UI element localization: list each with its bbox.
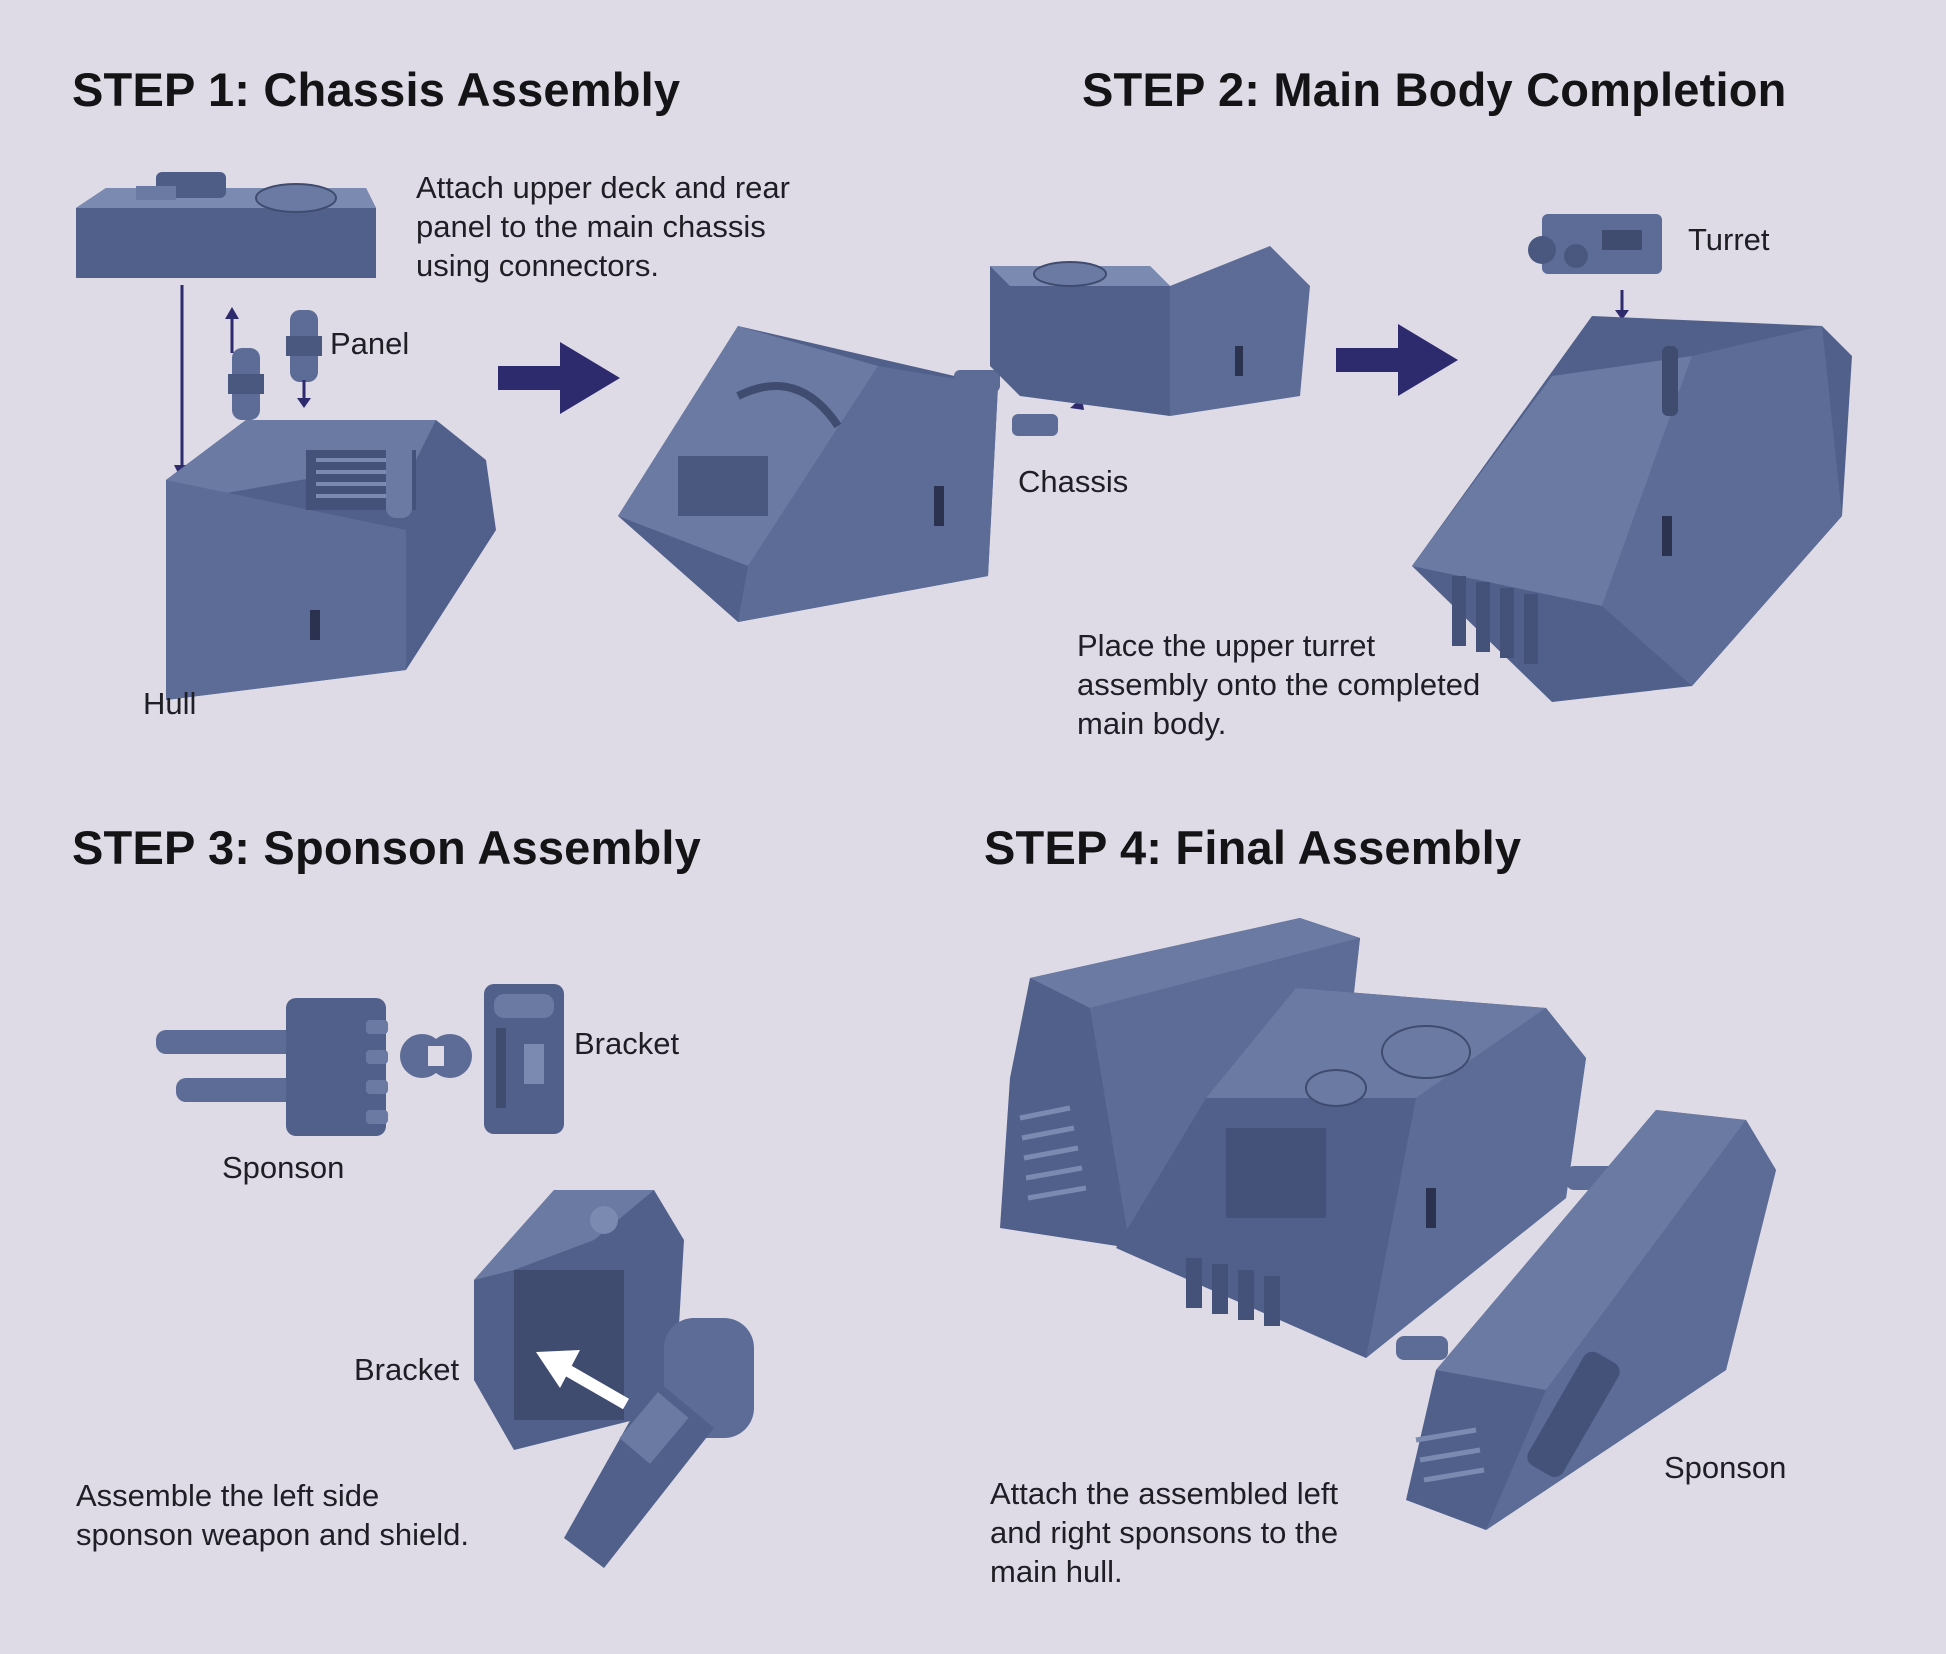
part-arrow-icon	[225, 307, 239, 353]
hull-label: Hull	[143, 686, 197, 721]
connector-part	[286, 310, 322, 382]
sponson-gun-part	[564, 1318, 754, 1568]
step3-caption-line: sponson weapon and shield.	[76, 1517, 469, 1552]
connector-part	[1012, 414, 1058, 436]
bracket-bottom-label: Bracket	[354, 1352, 460, 1387]
connector-part	[400, 1034, 472, 1078]
step4-caption-line: and right sponsons to the	[990, 1515, 1339, 1550]
part-arrow-icon	[536, 1350, 629, 1410]
open-hull-part	[618, 326, 998, 622]
bracket-part	[484, 984, 564, 1134]
connector-part	[954, 370, 1000, 392]
step4-caption: Attach the assembled left and right spon…	[990, 1474, 1338, 1591]
sponson-weapon-part	[156, 998, 388, 1136]
step2-caption-line: Place the upper turret	[1077, 628, 1376, 663]
upper-deck-part	[76, 172, 376, 278]
step1-title: STEP 1: Chassis Assembly	[72, 63, 681, 116]
connector-part	[1396, 1336, 1448, 1360]
step3-title: STEP 3: Sponson Assembly	[72, 821, 702, 874]
panel-label: Panel	[330, 326, 410, 361]
step4-title: STEP 4: Final Assembly	[984, 821, 1522, 874]
step3-caption: Assemble the left side sponson weapon an…	[76, 1476, 469, 1554]
step2-title: STEP 2: Main Body Completion	[1082, 63, 1787, 116]
step1-caption: Attach upper deck and rear panel to the …	[416, 168, 790, 285]
main-hull-final-part	[1116, 988, 1586, 1358]
sponson-label-step4: Sponson	[1664, 1450, 1787, 1485]
chassis-part	[990, 246, 1310, 416]
sponson-label-step3: Sponson	[222, 1150, 345, 1185]
step3-caption-line: Assemble the left side	[76, 1478, 380, 1513]
main-body-part	[1412, 316, 1852, 702]
bracket-top-label: Bracket	[574, 1026, 680, 1061]
step4-caption-line: Attach the assembled left	[990, 1476, 1339, 1511]
connector-part	[228, 348, 264, 420]
hull-part	[166, 420, 496, 700]
part-arrow-icon	[1615, 290, 1629, 320]
step2-caption-line: main body.	[1077, 706, 1227, 741]
step4-caption-line: main hull.	[990, 1554, 1123, 1589]
right-sponson-part	[1406, 1110, 1776, 1530]
step1-caption-line: panel to the main chassis	[416, 209, 766, 244]
flow-arrow-icon	[1336, 324, 1458, 396]
step1-caption-line: using connectors.	[416, 248, 659, 283]
flow-arrow-icon	[498, 342, 620, 414]
turret-part	[1528, 214, 1662, 274]
step2-caption: Place the upper turret assembly onto the…	[1077, 626, 1480, 743]
shield-bracket-part	[474, 1190, 684, 1450]
chassis-label: Chassis	[1018, 464, 1129, 499]
turret-label: Turret	[1688, 222, 1770, 257]
step1-caption-line: Attach upper deck and rear	[416, 170, 790, 205]
step2-caption-line: assembly onto the completed	[1077, 667, 1481, 702]
part-arrow-icon	[297, 380, 311, 408]
